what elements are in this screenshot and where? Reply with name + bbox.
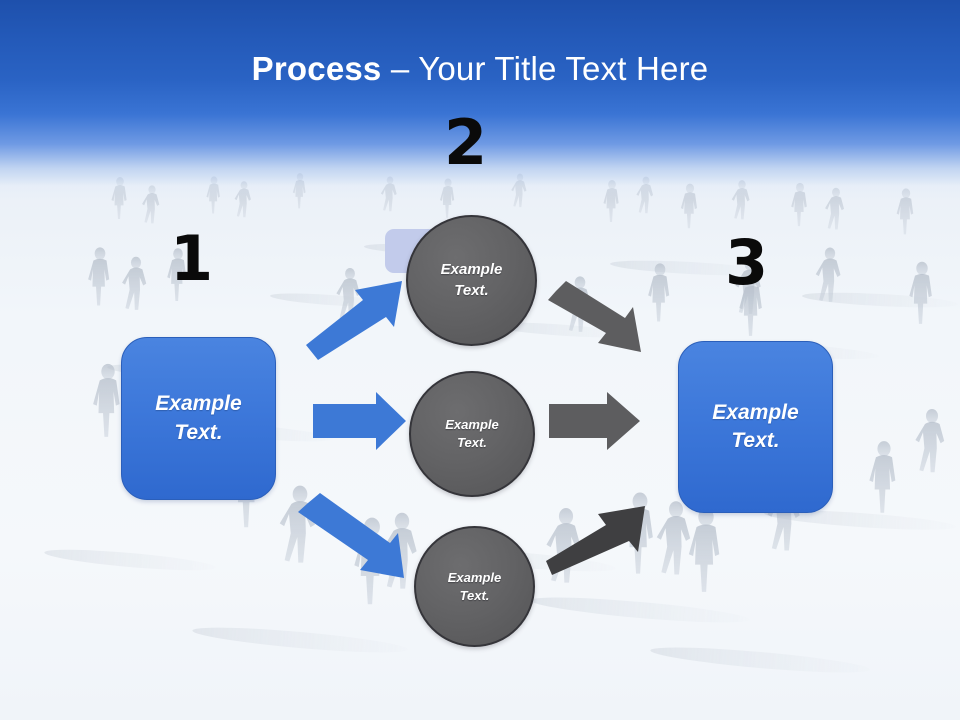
process-box-left[interactable]: Example Text. [121, 337, 276, 500]
page-title-strong: Process [251, 50, 382, 87]
process-circle-2-label: Example Text. [445, 417, 499, 450]
process-box-right[interactable]: Example Text. [678, 341, 833, 513]
step-number-1: 1 [170, 222, 214, 295]
process-box-right-label: Example Text. [712, 400, 799, 452]
step-number-3: 3 [725, 226, 769, 299]
process-circle-3[interactable]: Example Text. [414, 526, 535, 647]
header-gradient-band [0, 0, 960, 200]
page-title: Process – Your Title Text Here [0, 50, 960, 88]
step-number-2: 2 [444, 106, 488, 179]
page-title-separator: – [381, 50, 419, 87]
process-circle-2[interactable]: Example Text. [409, 371, 535, 497]
process-circle-1-label: Example Text. [440, 261, 503, 299]
page-title-light: Your Title Text Here [418, 50, 709, 87]
process-circle-3-label: Example Text. [447, 569, 502, 603]
process-box-left-label: Example Text. [155, 392, 242, 444]
process-circle-1[interactable]: Example Text. [406, 215, 537, 346]
